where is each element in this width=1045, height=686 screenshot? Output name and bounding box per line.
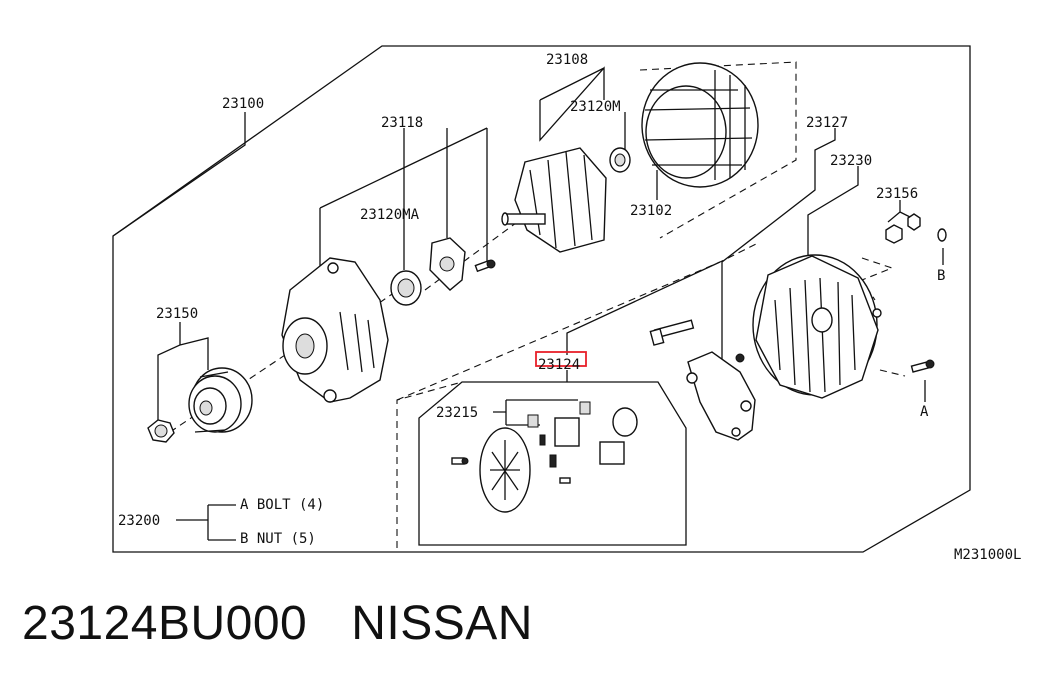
diagram-code: M231000L <box>954 547 1021 563</box>
brush-holder-parts <box>451 401 638 513</box>
dash-rotor <box>424 219 521 291</box>
label-23127: 23127 <box>806 115 848 131</box>
leader-23124 <box>566 261 721 382</box>
assembly-frame <box>112 45 971 553</box>
leader-23230 <box>807 166 859 278</box>
stator-part <box>641 62 759 188</box>
label-23108: 23108 <box>546 52 588 68</box>
leader-23108 <box>539 66 605 142</box>
leader-23215 <box>493 399 578 426</box>
label-23200: 23200 <box>118 513 160 529</box>
dash-bolt-A <box>879 369 906 377</box>
label-23118: 23118 <box>381 115 423 131</box>
rotor-part <box>501 147 607 253</box>
rear-bearing-part <box>609 147 631 173</box>
front-bearing-part <box>390 270 422 306</box>
label-23230: 23230 <box>830 153 872 169</box>
marker-B: B <box>937 268 945 284</box>
leader-23100 <box>112 112 246 237</box>
leader-23118 <box>319 127 488 270</box>
rectifier-part <box>686 351 756 441</box>
part-caption: 23124BU000 NISSAN <box>22 596 577 651</box>
pulley-nut-part <box>147 419 175 443</box>
label-23120M: 23120M <box>570 99 621 115</box>
label-23124: 23124 <box>538 357 580 373</box>
leader-23127 <box>721 128 836 360</box>
label-23102: 23102 <box>630 203 672 219</box>
nuts-b-part <box>885 213 947 244</box>
label-23156: 23156 <box>876 186 918 202</box>
leader-23150 <box>157 322 209 420</box>
label-23215: 23215 <box>436 405 478 421</box>
through-bolt-part <box>649 319 695 346</box>
retainer-plate-part <box>429 237 466 291</box>
pulley-part <box>188 367 253 433</box>
brand-name: NISSAN <box>351 597 533 650</box>
highlight-23124-box <box>535 351 587 367</box>
retainer-screw-part <box>474 259 496 273</box>
bolt-a-part <box>910 359 935 373</box>
label-23150: 23150 <box>156 306 198 322</box>
rear-housing-part <box>752 254 882 399</box>
label-23100: 23100 <box>222 96 264 112</box>
alternator-exploded-diagram: 23100 23118 23108 23120M 23102 23127 232… <box>112 45 1021 563</box>
brush-holder-frame <box>418 381 687 546</box>
label-23120MA: 23120MA <box>360 207 420 223</box>
front-housing-part <box>281 257 389 403</box>
label-bolt-a: A BOLT (4) <box>240 497 324 513</box>
part-number: 23124BU000 <box>22 597 308 650</box>
rectifier-nut-part <box>735 353 745 363</box>
leader-23200 <box>176 504 236 541</box>
marker-A: A <box>920 404 929 420</box>
label-nut-b: B NUT (5) <box>240 531 316 547</box>
